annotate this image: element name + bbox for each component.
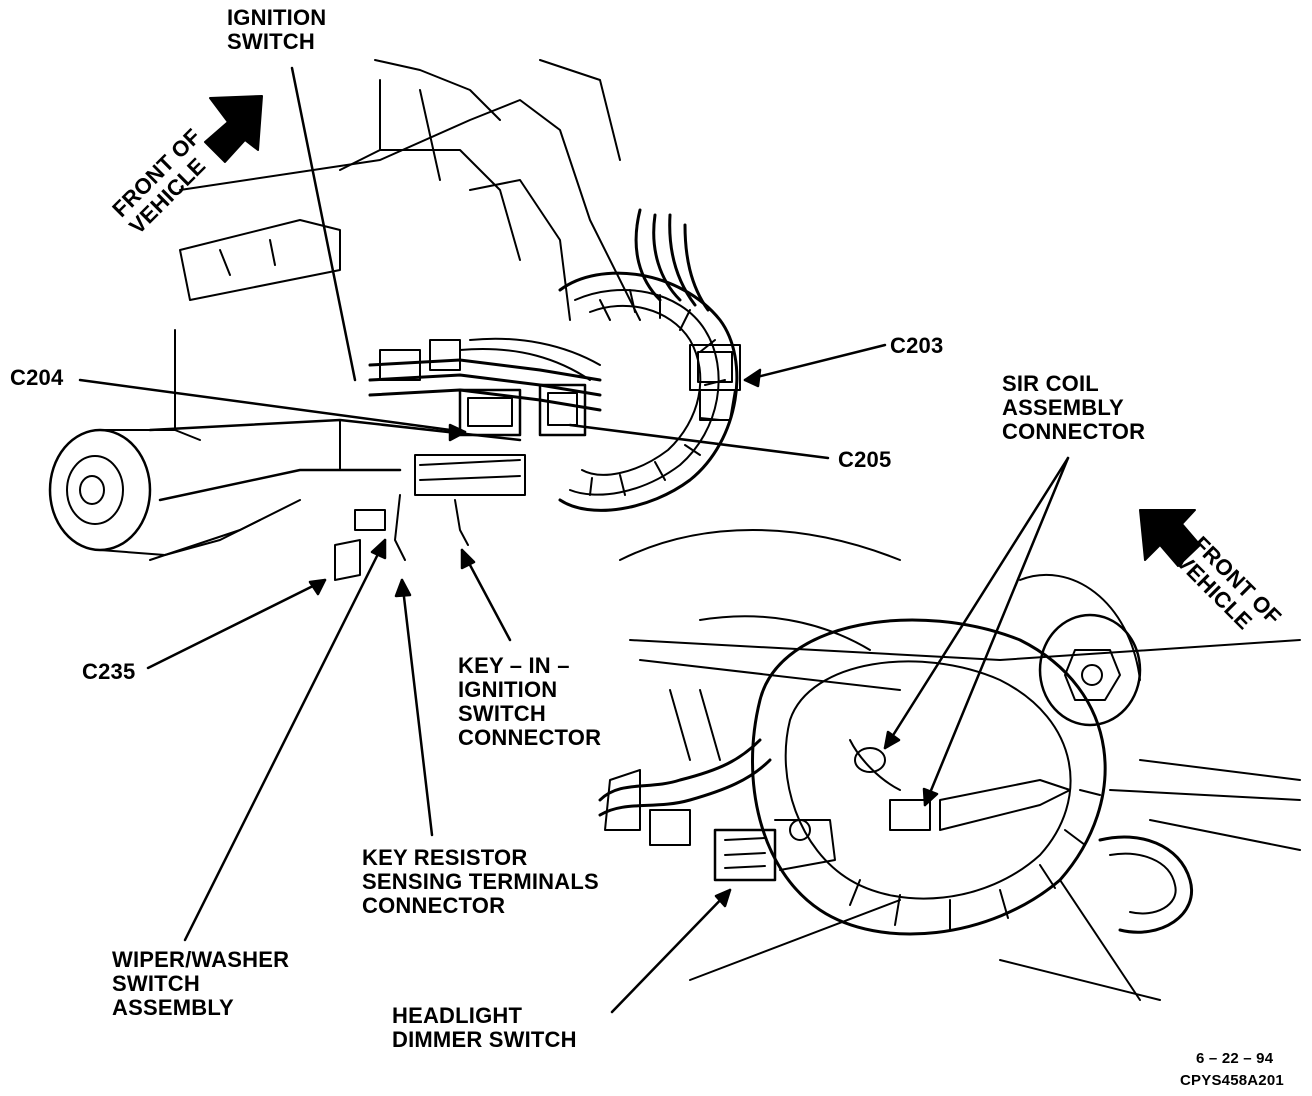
label-headlight-dimmer-switch: HEADLIGHT DIMMER SWITCH	[392, 1003, 577, 1052]
label-sir-coil-assembly-connector: SIR COIL ASSEMBLY CONNECTOR	[1002, 371, 1146, 444]
front-arrow-top-icon	[204, 95, 263, 163]
upper-steering-column-illustration	[48, 59, 741, 581]
label-c203: C203	[890, 333, 944, 358]
label-c204: C204	[10, 365, 64, 390]
label-ignition-switch: IGNITION SWITCH	[227, 5, 327, 54]
lower-steering-wheel-illustration	[598, 529, 1301, 1001]
label-key-in-ignition-switch-connector: KEY – IN – IGNITION SWITCH CONNECTOR	[458, 653, 602, 750]
leader-lines	[78, 66, 1070, 1014]
label-key-resistor-sensing-terminals-connector: KEY RESISTOR SENSING TERMINALS CONNECTOR	[362, 845, 599, 918]
label-figure-code: CPYS458A201	[1180, 1072, 1284, 1089]
label-date-code: 6 – 22 – 94	[1196, 1050, 1274, 1067]
label-c205: C205	[838, 447, 892, 472]
front-arrow-right-icon	[1139, 509, 1201, 567]
label-c235: C235	[82, 659, 136, 684]
label-wiper-washer-switch-assembly: WIPER/WASHER SWITCH ASSEMBLY	[112, 947, 290, 1020]
